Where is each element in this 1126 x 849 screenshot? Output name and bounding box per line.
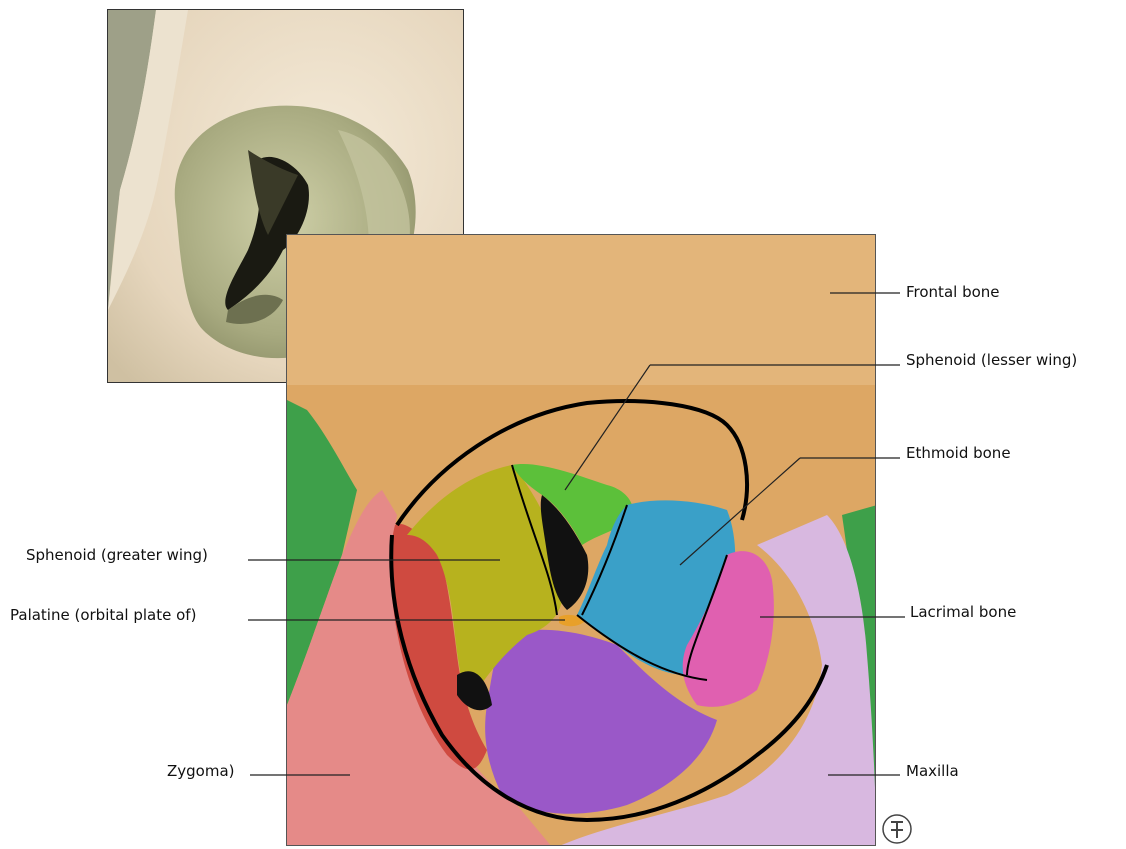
label-maxilla: Maxilla <box>906 762 959 780</box>
label-sphenoid-lesser-wing: Sphenoid (lesser wing) <box>906 351 1077 369</box>
label-zygoma: Zygoma) <box>167 762 235 780</box>
publisher-logo-icon <box>880 812 914 846</box>
label-ethmoid-bone: Ethmoid bone <box>906 444 1011 462</box>
label-palatine: Palatine (orbital plate of) <box>10 606 196 624</box>
label-sphenoid-greater-wing: Sphenoid (greater wing) <box>26 546 208 564</box>
orbit-bones-illustration <box>287 235 876 846</box>
label-lacrimal-bone: Lacrimal bone <box>910 603 1016 621</box>
label-frontal-bone: Frontal bone <box>906 283 1000 301</box>
orbit-diagram <box>286 234 876 846</box>
